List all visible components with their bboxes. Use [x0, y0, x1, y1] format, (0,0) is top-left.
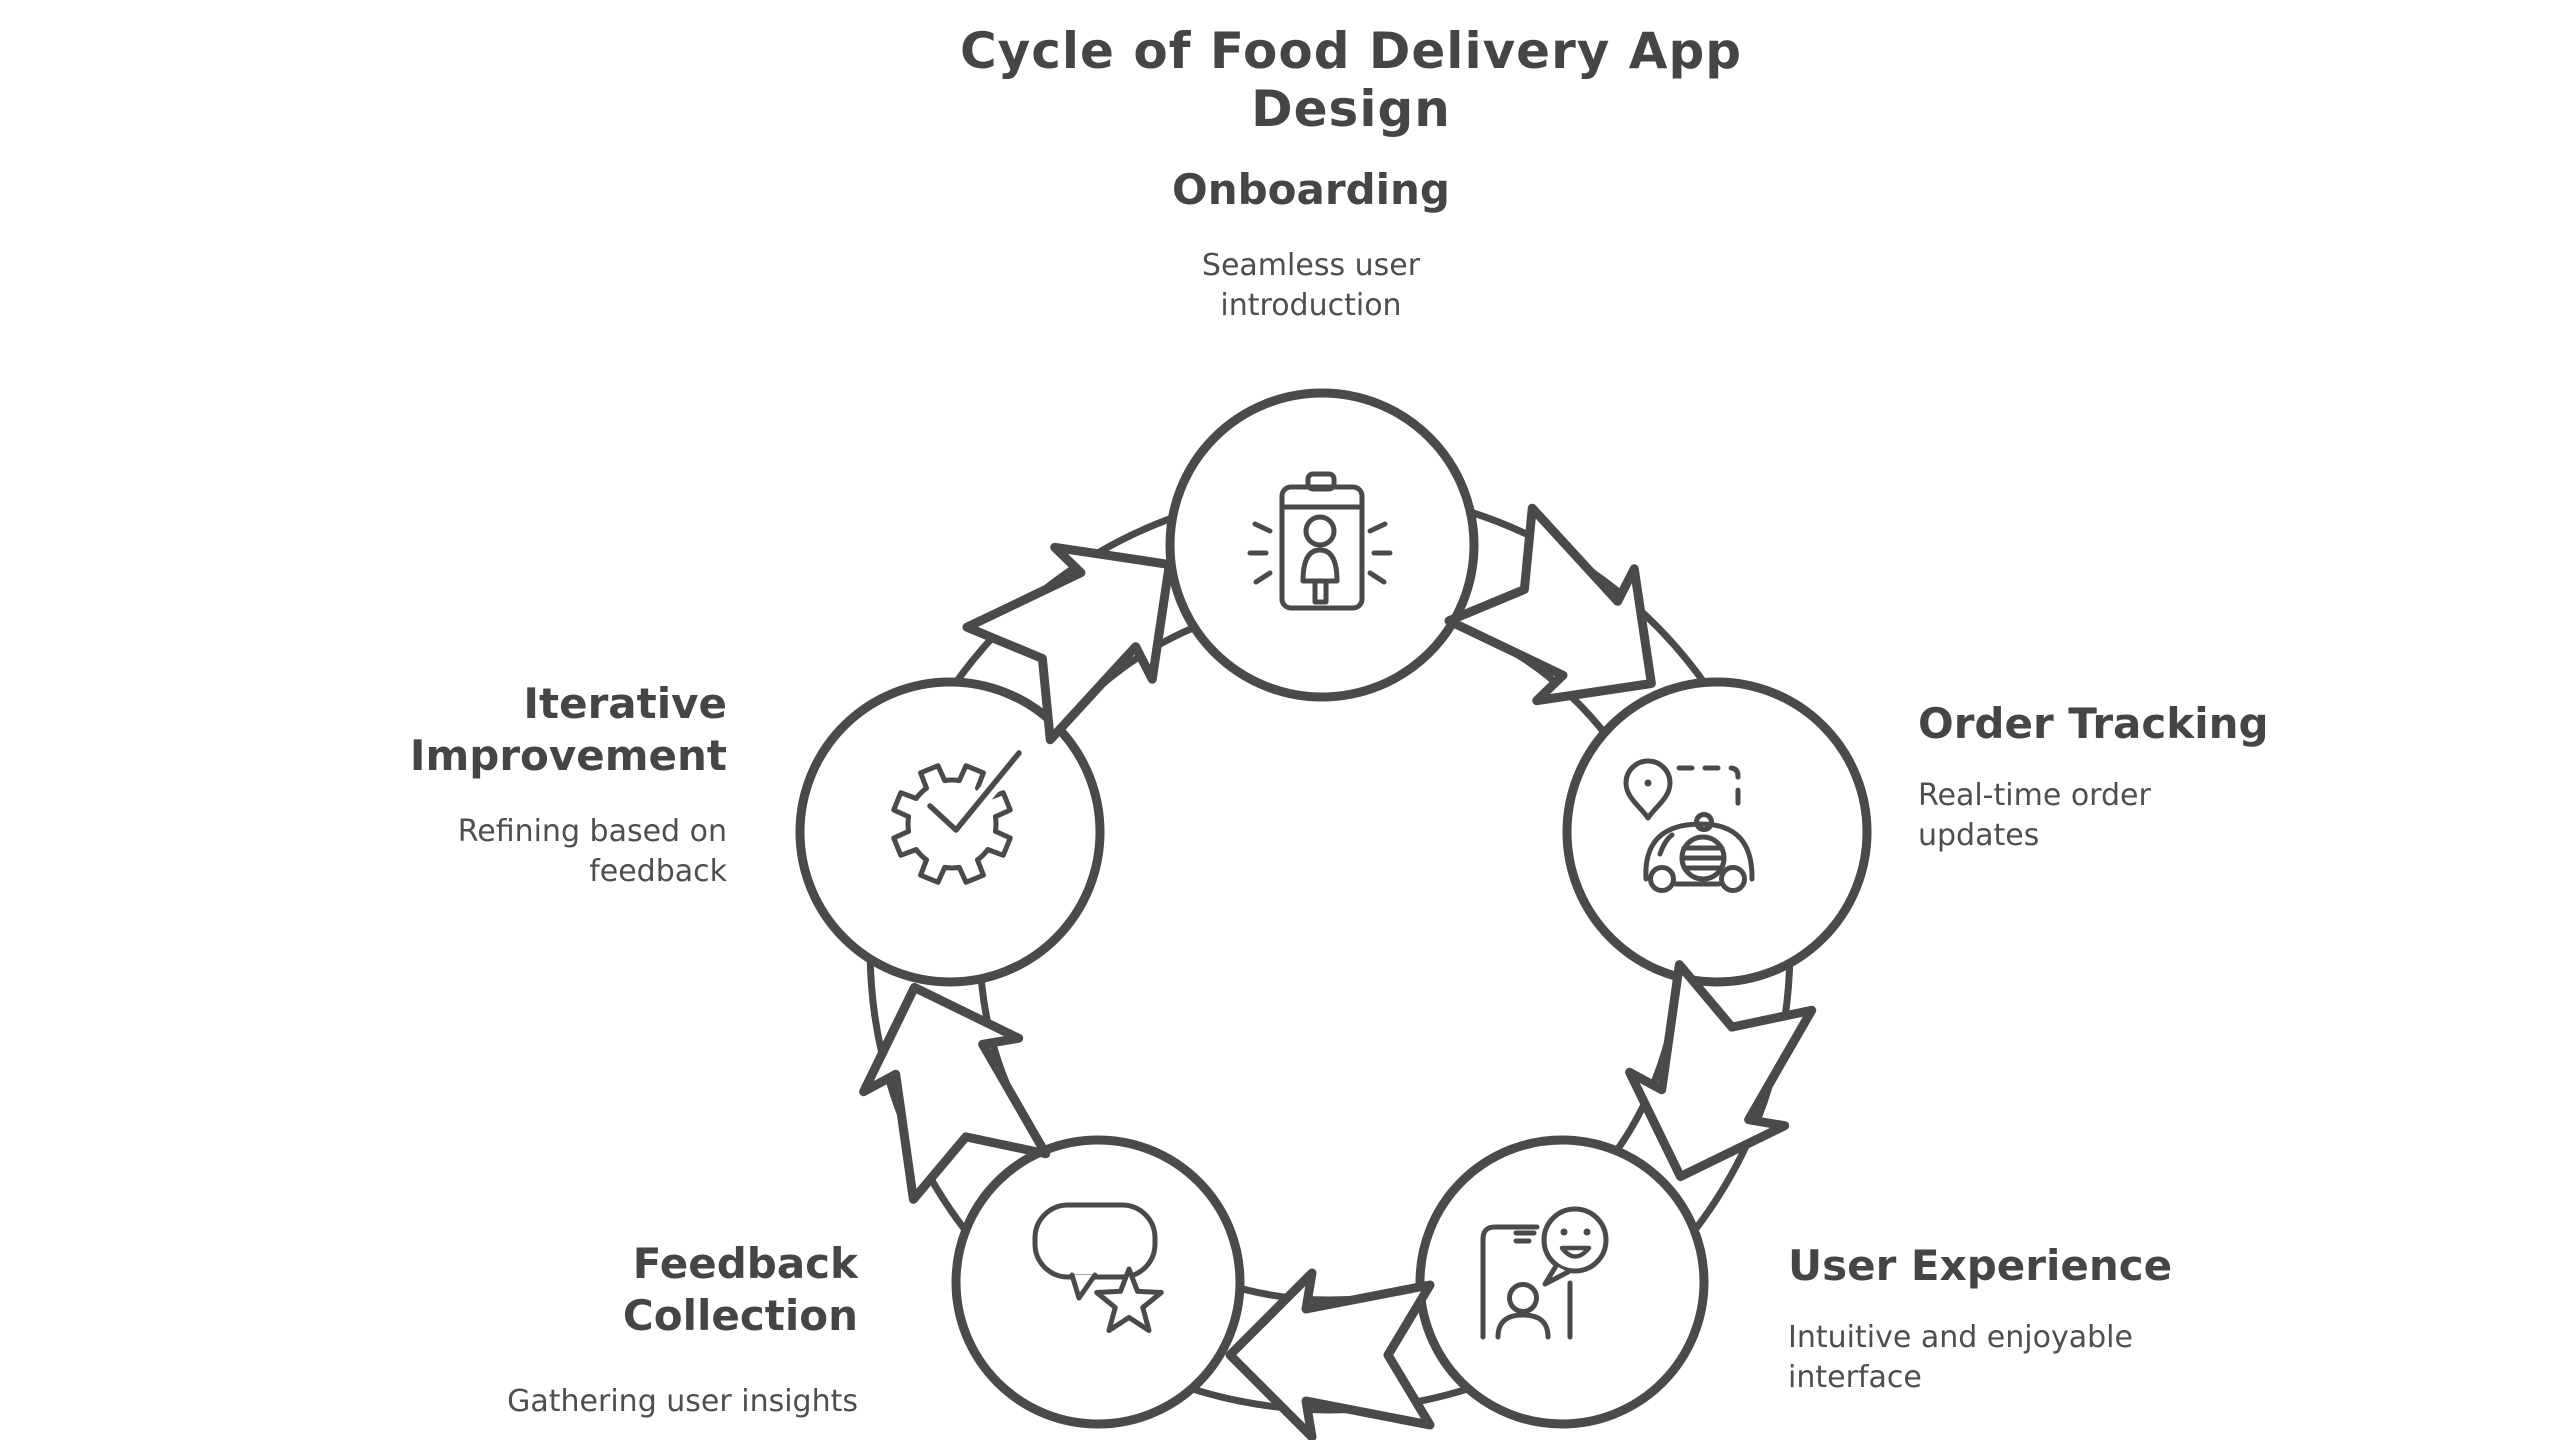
badge-person-head — [1303, 514, 1337, 548]
id-badge-scan-icon — [1247, 471, 1393, 611]
badge-person-legs — [1312, 578, 1329, 605]
node-title-iterative-improvement: Iterative — [523, 679, 727, 728]
node-label-feedback-collection: Feedback Collection Gathering user insig… — [158, 1238, 858, 1422]
node-desc-line: Intuitive and enjoyable — [1788, 1320, 2133, 1355]
node-circle-user-experience — [1415, 1135, 1709, 1429]
node-circle-order-tracking — [1562, 677, 1872, 987]
node-desc-line: feedback — [589, 854, 727, 889]
node-desc-line: updates — [1918, 818, 2040, 853]
node-desc-line: Refining based on — [457, 814, 727, 849]
node-title-user-experience: User Experience — [1788, 1241, 2173, 1290]
node-title-feedback-collection: Feedback — [632, 1239, 858, 1288]
phone-speaker-lines — [1513, 1230, 1537, 1244]
chat-bubble — [1541, 1206, 1609, 1274]
chat-bubble-tail — [1542, 1263, 1571, 1287]
node-desc-line: Real-time order — [1918, 778, 2151, 813]
checkmark — [927, 750, 1022, 833]
node-desc-line: introduction — [1220, 288, 1402, 323]
node-desc-line: interface — [1788, 1360, 1922, 1395]
scan-rays-left — [1247, 521, 1273, 585]
car-grille-stripes — [1679, 845, 1727, 871]
node-title-order-tracking: Order Tracking — [1918, 699, 2269, 748]
car-body-dome — [1643, 821, 1755, 882]
node-desc-line: Seamless user — [1201, 248, 1421, 283]
node-label-order-tracking: Order Tracking Real-time order updates — [1918, 698, 2478, 856]
node-label-iterative-improvement: Iterative Improvement Refining based on … — [27, 678, 727, 892]
smiley-eye-right — [1583, 1228, 1591, 1236]
scan-rays-right — [1367, 521, 1393, 585]
gear-checkmark-icon — [891, 744, 1028, 885]
node-label-onboarding: Onboarding Seamless user introduction — [1001, 164, 1621, 326]
node-label-user-experience: User Experience Intuitive and enjoyable … — [1788, 1240, 2428, 1398]
page-title: Cycle of Food Delivery App Design — [959, 22, 1743, 138]
smiley-eye-left — [1560, 1228, 1568, 1236]
location-pin — [1623, 758, 1673, 821]
person-head — [1507, 1282, 1539, 1314]
badge-card — [1279, 484, 1365, 611]
node-title-iterative-improvement-line2: Improvement — [409, 731, 727, 780]
phone-smiley-chat-icon — [1480, 1206, 1609, 1340]
route-dashed-path — [1676, 765, 1741, 819]
car-wheel-right — [1719, 865, 1747, 893]
node-title-feedback-collection-line2: Collection — [622, 1291, 858, 1340]
smiley-mouth — [1559, 1245, 1592, 1259]
car-windshield-line — [1657, 832, 1675, 857]
badge-person-torso — [1300, 547, 1340, 584]
rating-star — [1094, 1266, 1164, 1333]
node-title-onboarding: Onboarding — [1171, 165, 1450, 214]
node-desc-line: Gathering user insights — [507, 1384, 858, 1419]
feedback-bubble-tail — [1069, 1272, 1098, 1301]
node-circle-feedback-collection — [951, 1135, 1245, 1429]
speech-bubble-star-icon — [1032, 1202, 1164, 1333]
delivery-tracking-icon — [1623, 758, 1755, 893]
car-wheel-left — [1648, 865, 1676, 893]
pin-dot — [1644, 779, 1652, 787]
person-shoulders — [1495, 1312, 1551, 1340]
node-circles — [795, 388, 1872, 1429]
phone-outline — [1480, 1224, 1540, 1340]
